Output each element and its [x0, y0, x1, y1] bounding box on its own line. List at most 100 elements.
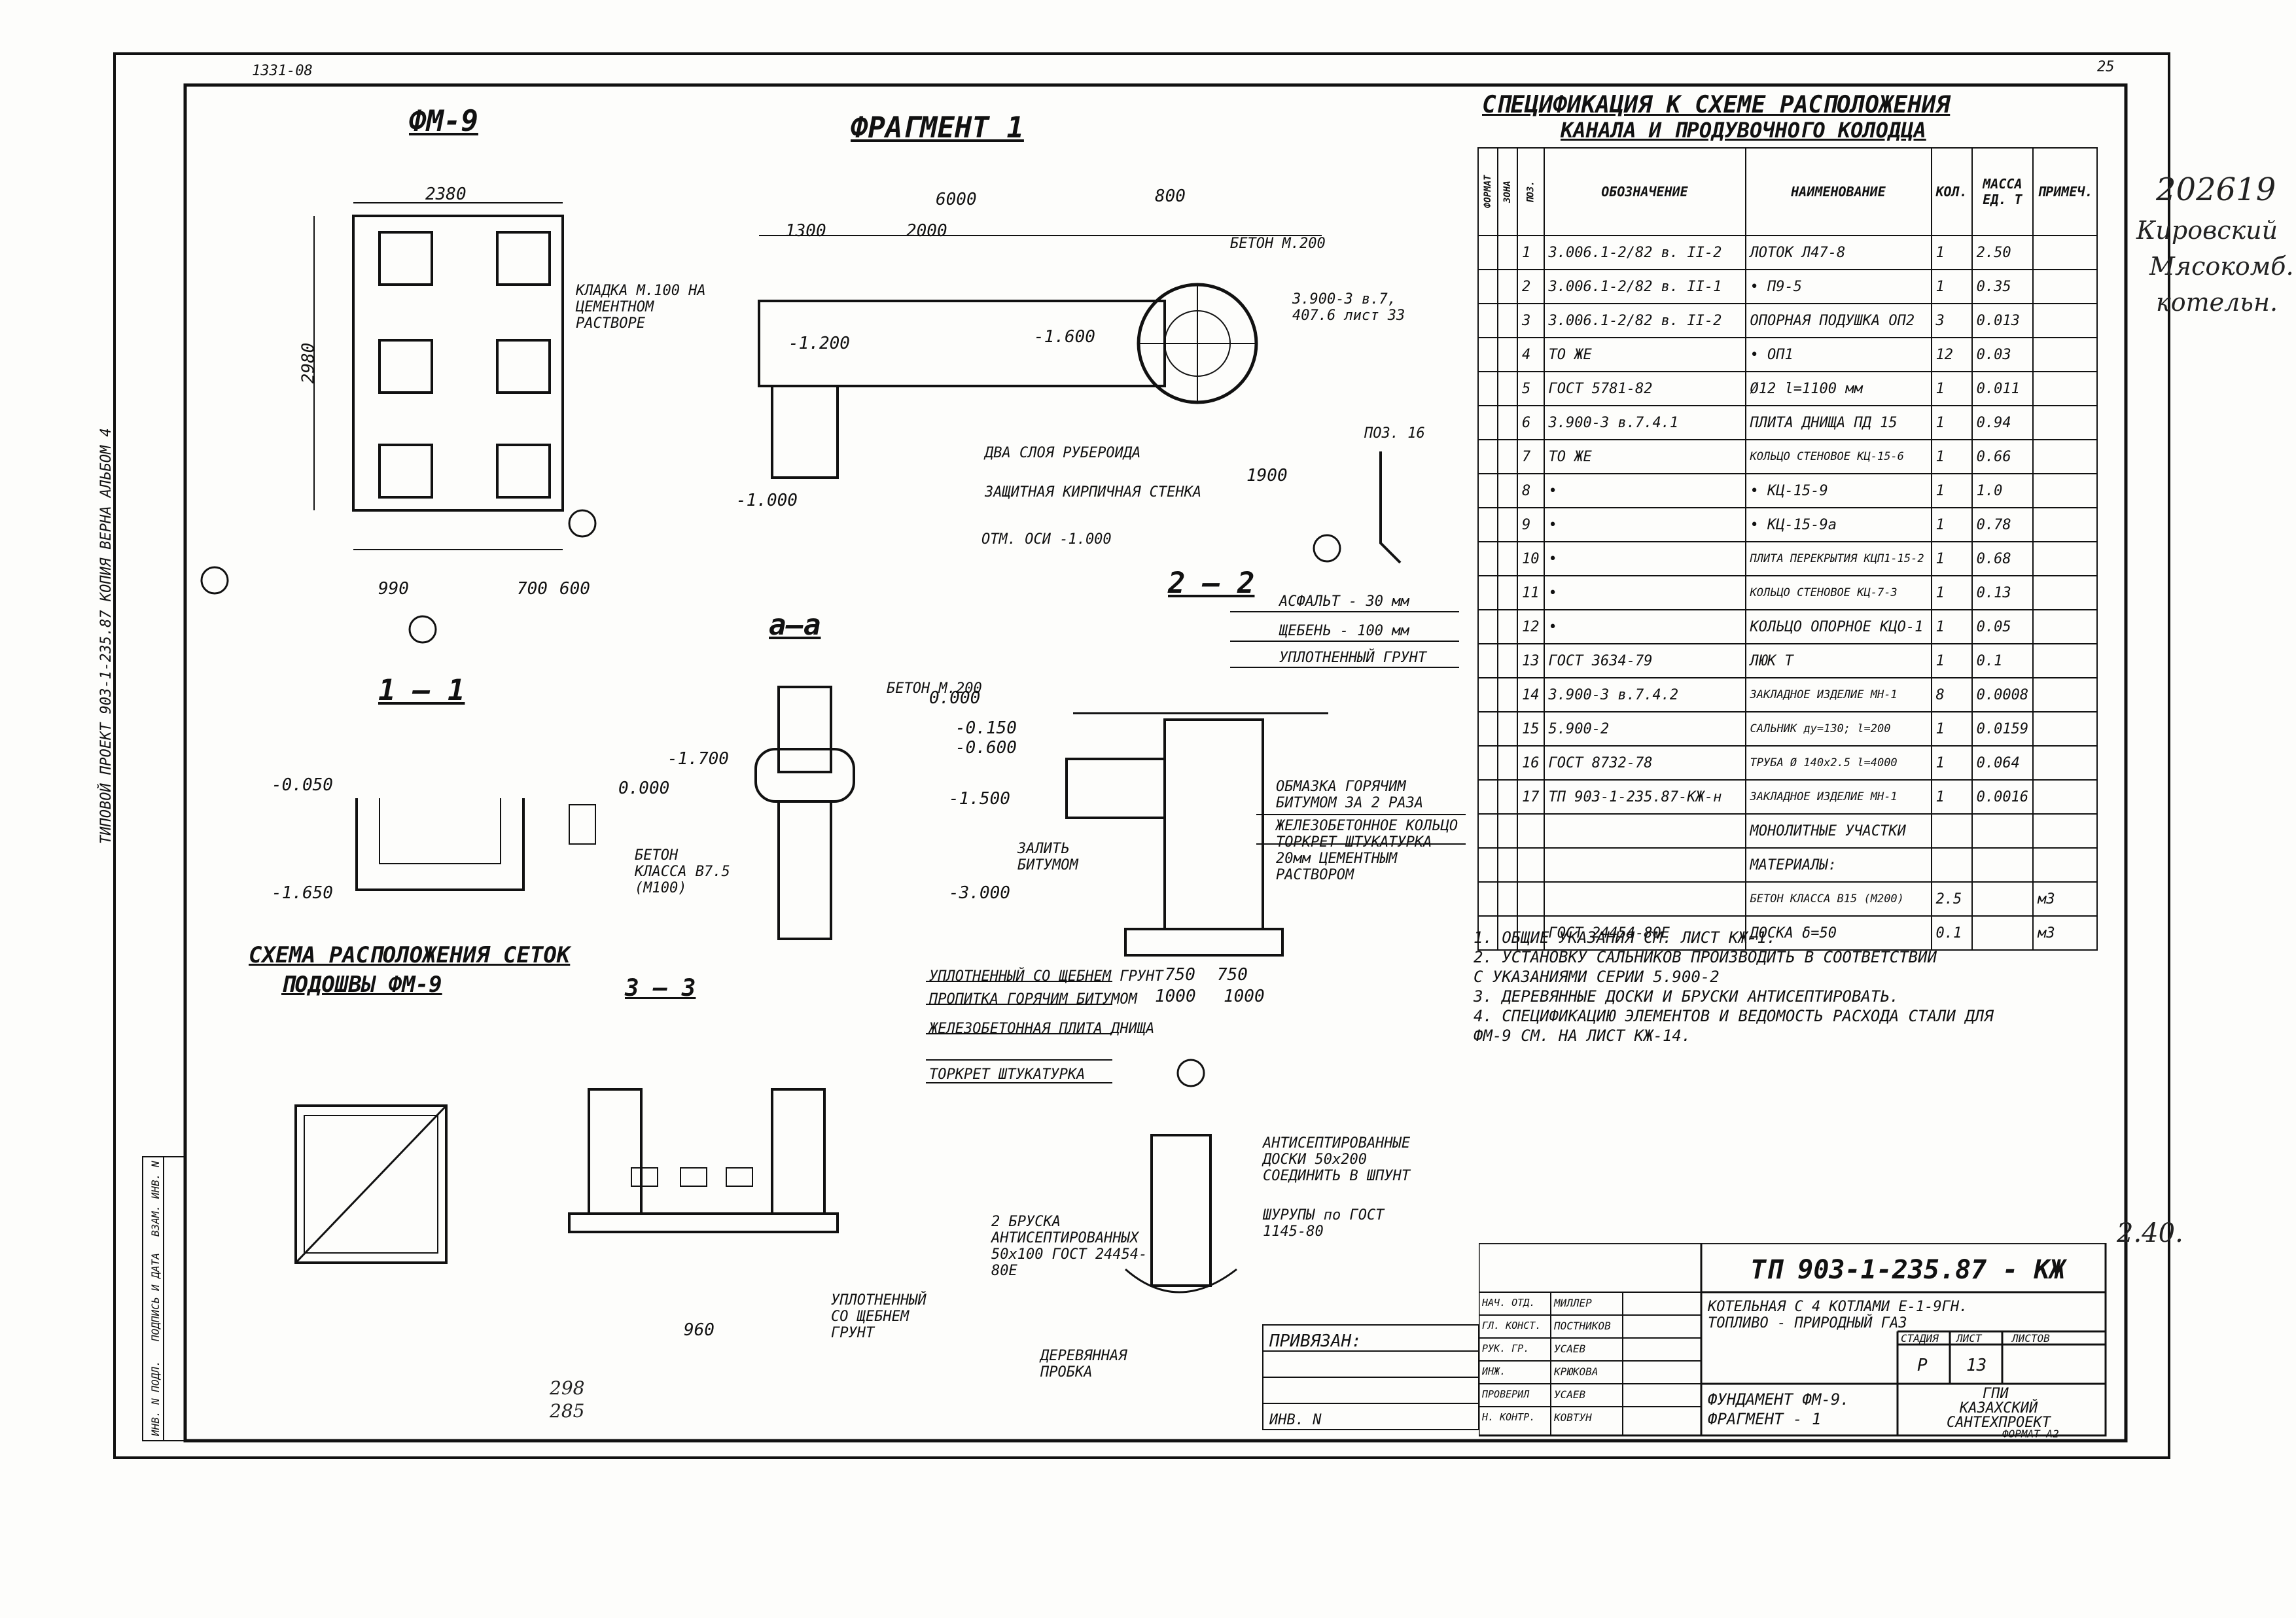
spec-cell [1497, 609, 1518, 644]
inner-frame [183, 83, 2128, 1443]
spec-col-header: ЗОНА [1498, 148, 1517, 236]
spec-cell [1517, 847, 1545, 883]
margin-replace: ВЗАМ. ИНВ. N [149, 1161, 162, 1237]
sheet-value: 13 [1966, 1356, 1987, 1375]
callout-compacted: УПЛОТНЕННЫЙ СО ЩЕБНЕМ ГРУНТ [831, 1292, 927, 1341]
aa-wall-top [777, 686, 832, 773]
spec-col-header: ОБОЗНАЧЕНИЕ [1543, 147, 1746, 236]
dim-750b: 750 [1217, 965, 1248, 985]
spec-cell: 3.006.1-2/82 в. II-2 [1543, 235, 1746, 270]
spec-cell: 15 [1517, 711, 1545, 747]
spec-cell [1497, 405, 1518, 440]
spec-cell: ГОСТ 8732-78 [1543, 745, 1746, 781]
spec-cell [2032, 541, 2098, 576]
spec-cell: 0.05 [1971, 609, 2034, 644]
spec-cell: САЛЬНИК ду=130; l=200 [1744, 711, 1932, 747]
spec-cell: 0.13 [1971, 575, 2034, 610]
spec-cell [1477, 745, 1498, 781]
spec-cell: 0.68 [1971, 541, 2034, 576]
spec-cell [2032, 507, 2098, 542]
spec-cell: 11 [1517, 575, 1545, 610]
spec-cell: 2.5 [1930, 881, 1973, 917]
spec-col-header: МАССА ЕД. Т [1971, 147, 2034, 236]
role-2: ГЛ. КОНСТ. [1482, 1320, 1542, 1331]
spec-cell: 1 [1930, 609, 1973, 644]
spec-cell [1497, 235, 1518, 270]
handwritten-text-1: Кировский [2136, 216, 2278, 245]
handwritten-bottom-1: 298 [550, 1377, 585, 1399]
spec-cell [1477, 915, 1498, 951]
spec-cell: 1 [1930, 575, 1973, 610]
spec-cell [1930, 847, 1973, 883]
org-line-3: САНТЕХПРОЕКТ [1947, 1415, 2051, 1431]
spec-cell [1477, 541, 1498, 576]
callout-torcret: ТОРКРЕТ ШТУКАТУРКА 20мм ЦЕМЕНТНЫМ РАСТВО… [1276, 834, 1432, 883]
project-line-2: ТОПЛИВО - ПРИРОДНЫЙ ГАЗ [1708, 1315, 1907, 1331]
spec-cell [1497, 779, 1518, 815]
spec-cell [2032, 405, 2098, 440]
spec-cell [1477, 813, 1498, 849]
privyazan-label: ПРИВЯЗАН: [1269, 1331, 1362, 1351]
spec-cell: 0.064 [1971, 745, 2034, 781]
spec-cell [1477, 575, 1498, 610]
spec-cell: 0.03 [1971, 337, 2034, 372]
spec-cell [2032, 303, 2098, 338]
dim-750a: 750 [1165, 965, 1195, 985]
note-line: 4. СПЕЦИФИКАЦИЮ ЭЛЕМЕНТОВ И ВЕДОМОСТЬ РА… [1474, 1007, 1994, 1025]
spec-title-line1: СПЕЦИФИКАЦИЯ К СХЕМЕ РАСПОЛОЖЕНИЯ [1482, 92, 1951, 118]
spec-cell: 9 [1517, 507, 1545, 542]
layer-2: ПРОПИТКА ГОРЯЧИМ БИТУМОМ [929, 991, 1137, 1008]
spec-cell: 17 [1517, 779, 1545, 815]
spec-cell [1477, 439, 1498, 474]
elev-minus-1200: -1.200 [788, 334, 850, 353]
spec-cell [2032, 269, 2098, 304]
spec-cell: 1 [1930, 269, 1973, 304]
spec-cell: ЗАКЛАДНОЕ ИЗДЕЛИЕ МН-1 [1744, 779, 1932, 815]
elev-minus-0050: -0.050 [272, 775, 333, 795]
spec-cell [1477, 507, 1498, 542]
callout-asphalt: АСФАЛЬТ - 30 мм [1279, 593, 1409, 610]
spec-cell: ТРУБА Ø 140х2.5 l=4000 [1744, 745, 1932, 781]
spec-cell [2032, 473, 2098, 508]
margin-inv: ИНВ. N ПОДЛ. [149, 1360, 162, 1436]
spec-cell: ГОСТ 3634-79 [1543, 643, 1746, 678]
title-block: ТП 903-1-235.87 - КЖ КОТЕЛЬНАЯ С 4 КОТЛА… [1479, 1243, 2107, 1440]
callout-bars: 2 БРУСКА АНТИСЕПТИРОВАННЫХ 50х100 ГОСТ 2… [991, 1214, 1148, 1279]
fm9-title: ФМ-9 [409, 105, 478, 138]
spec-cell: 3 [1517, 303, 1545, 338]
spec-cell [2032, 745, 2098, 781]
dim-fm9-height: 2980 [298, 342, 319, 384]
spec-cell: 1 [1930, 507, 1973, 542]
spec-cell: 0.78 [1971, 507, 2034, 542]
elev-zero: 0.000 [929, 688, 981, 708]
spec-cell [2032, 813, 2098, 849]
spec-cell: 8 [1517, 473, 1545, 508]
spec-cell [2032, 439, 2098, 474]
dim-fm9-bottom-left: 990 [378, 579, 409, 599]
spec-cell [1497, 541, 1518, 576]
role-5: ПРОВЕРИЛ [1482, 1388, 1530, 1400]
spec-cell: 1.0 [1971, 473, 2034, 508]
callout-axis-level: ОТМ. ОСИ -1.000 [981, 531, 1112, 548]
spec-cell: 1 [1930, 541, 1973, 576]
dim-frag-mid: 2000 [906, 221, 947, 241]
spec-cell [1497, 575, 1518, 610]
spec-cell: 2.50 [1971, 235, 2034, 270]
spec-cell: 5.900-2 [1543, 711, 1746, 747]
spec-cell [1497, 915, 1518, 951]
spec-cell [1543, 813, 1746, 849]
spec-cell [1971, 915, 2034, 951]
note-line: ФМ-9 СМ. НА ЛИСТ КЖ-14. [1474, 1027, 1691, 1045]
spec-cell: ТП 903-1-235.87-КЖ-н [1543, 779, 1746, 815]
spec-cell: 3.006.1-2/82 в. II-2 [1543, 303, 1746, 338]
inv-label: ИНВ. N [1269, 1412, 1322, 1428]
spec-cell: • [1543, 507, 1746, 542]
spec-cell: 1 [1517, 235, 1545, 270]
name-6: КОВТУН [1554, 1411, 1592, 1424]
spec-cell [1477, 779, 1498, 815]
